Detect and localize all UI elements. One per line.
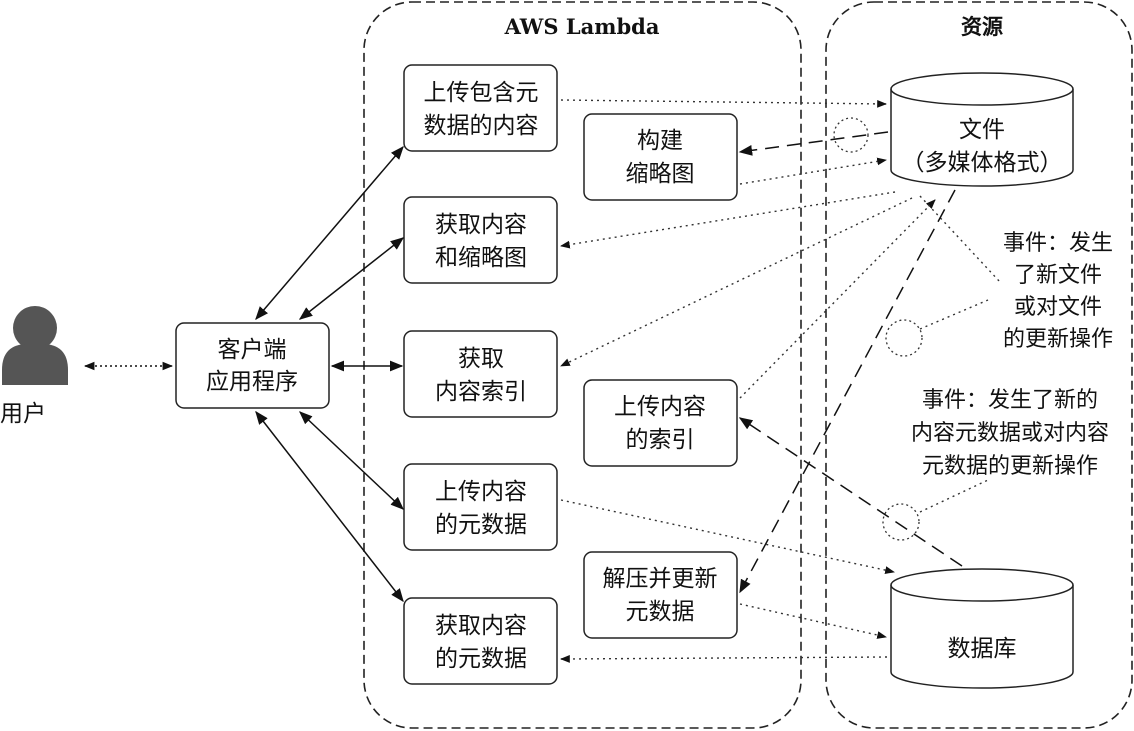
fn-upload-content-label-2: 数据的内容 — [424, 113, 539, 139]
fn-get-index-label-1: 获取 — [458, 346, 504, 372]
fn-get-content-thumbnail-label-2: 和缩略图 — [435, 245, 527, 271]
client-app-box — [175, 322, 330, 409]
fn-unzip-update-box — [583, 551, 738, 639]
file-event-line-2: 了新文件 — [1014, 263, 1102, 288]
fn-unzip-update-label-1: 解压并更新 — [603, 566, 718, 592]
fn-get-content-thumbnail-label-1: 获取内容 — [435, 212, 527, 238]
user-label: 用户 — [0, 401, 46, 427]
resources-container — [825, 1, 1133, 729]
flow-upload-content-to-files — [560, 99, 887, 108]
fn-unzip-update-label-2: 元数据 — [626, 599, 695, 625]
user-icon — [2, 306, 68, 385]
fn-get-index-box — [403, 330, 558, 418]
fn-upload-metadata-label-1: 上传内容 — [435, 479, 527, 505]
flow-files-to-get-index — [560, 197, 913, 367]
lambda-title: AWS Lambda — [504, 14, 660, 39]
connector-client-get-content — [298, 237, 405, 320]
database-label: 数据库 — [948, 636, 1017, 662]
flow-db-to-get-metadata — [560, 655, 888, 663]
files-store-icon — [890, 72, 1074, 187]
file-event-line-4: 的更新操作 — [1003, 327, 1113, 352]
file-event-note: 事件：发生 了新文件 或对文件 的更新操作 — [988, 224, 1128, 354]
fn-upload-metadata-label-2: 的元数据 — [435, 512, 527, 538]
fn-upload-index-label-1: 上传内容 — [614, 394, 706, 420]
flow-upload-metadata-to-db — [560, 499, 895, 574]
fn-get-metadata-label-1: 获取内容 — [435, 613, 527, 639]
connector-client-upload-metadata — [299, 411, 404, 510]
trigger-files-to-build-thumbnail — [738, 131, 889, 156]
trigger-files-to-unzip-update — [739, 189, 956, 594]
client-app-label-2: 应用程序 — [206, 369, 298, 395]
flow-file-event-pointer — [919, 299, 989, 330]
fn-upload-index-label-2: 的索引 — [626, 427, 695, 453]
client-app-label-1: 客户端 — [218, 337, 287, 363]
fn-build-thumbnail-box — [583, 113, 738, 201]
flow-thumbnail-to-files — [739, 157, 887, 185]
file-event-line-3: 或对文件 — [1014, 295, 1102, 320]
files-label-1: 文件 — [959, 117, 1005, 143]
fn-get-metadata-label-2: 的元数据 — [435, 646, 527, 672]
fn-build-thumbnail-label-1: 构建 — [637, 128, 683, 154]
flow-index-to-files — [739, 199, 936, 399]
flow-unzip-to-db — [739, 603, 887, 639]
files-label-2: （多媒体格式） — [902, 150, 1063, 176]
trigger-db-to-upload-index — [738, 417, 963, 567]
resources-title: 资源 — [961, 14, 1003, 39]
trigger-file-event-circle — [885, 319, 923, 357]
fn-get-index-label-2: 内容索引 — [435, 379, 527, 405]
database-icon — [890, 568, 1074, 689]
fn-get-metadata-box — [403, 597, 558, 685]
metadata-event-line-3: 元数据的更新操作 — [922, 454, 1098, 479]
fn-upload-content-label-1: 上传包含元 — [424, 80, 539, 106]
fn-build-thumbnail-label-2: 缩略图 — [626, 161, 695, 187]
flow-metadata-event-pointer — [919, 479, 989, 513]
connector-client-upload-content — [255, 145, 404, 321]
trigger-metadata-event-circle — [882, 503, 920, 541]
trigger-thumbnail-circle — [833, 117, 869, 153]
fn-upload-index-box — [583, 379, 738, 467]
fn-upload-metadata-box — [403, 463, 558, 551]
fn-upload-content-box — [403, 64, 558, 152]
metadata-event-line-1: 事件：发生了新的 — [922, 388, 1098, 413]
flow-files-event-line — [919, 195, 1001, 283]
metadata-event-line-2: 内容元数据或对内容 — [911, 421, 1109, 446]
metadata-event-note: 事件：发生了新的 内容元数据或对内容 元数据的更新操作 — [884, 380, 1130, 482]
connector-client-get-metadata — [255, 410, 404, 603]
flow-files-to-get-content — [560, 191, 896, 249]
file-event-line-1: 事件：发生 — [1003, 231, 1113, 256]
